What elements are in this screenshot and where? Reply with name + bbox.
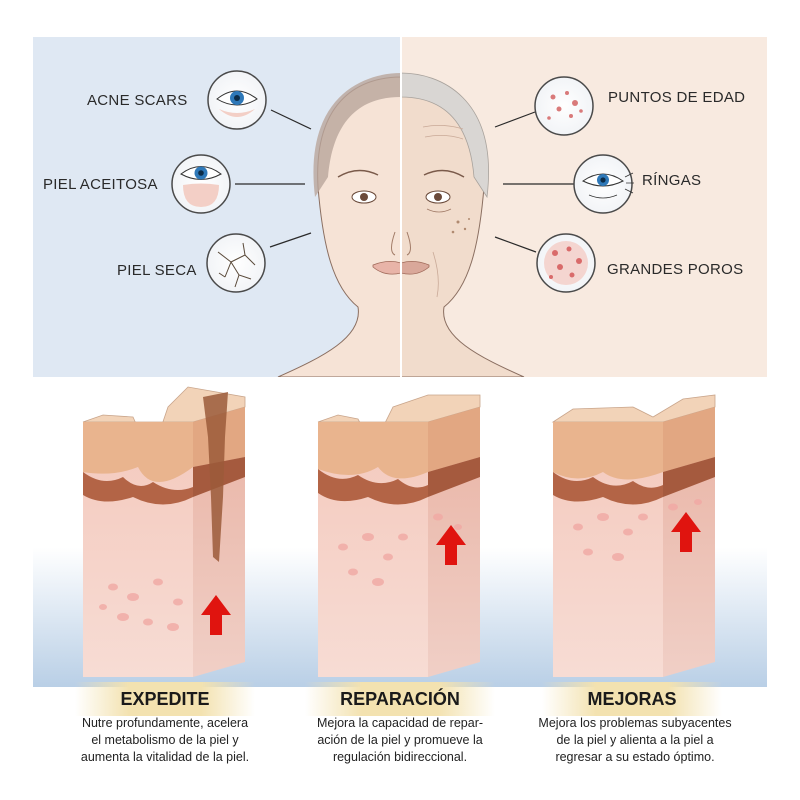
face-illustration (171, 37, 634, 377)
desc-line: regresar a su estado óptimo. (555, 750, 715, 764)
label-large-pores: GRANDES POROS (607, 261, 744, 278)
skin-layers-panel (33, 377, 767, 687)
label-dry-skin: PIEL SECA (117, 262, 197, 279)
desc-line: Nutre profundamente, acelera (81, 716, 249, 730)
label-oily-skin: PIEL ACEITOSA (43, 176, 158, 193)
step-title-expedite: EXPEDITE (75, 682, 255, 716)
desc-line: aumenta la vitalidad de la piel. (80, 750, 250, 764)
step-desc-reparacion: Mejora la capacidad de repar- ación de l… (290, 715, 510, 766)
aged-face-half (401, 72, 525, 377)
up-arrow-icon (671, 512, 701, 552)
step-title-mejoras: MEJORAS (542, 682, 722, 716)
up-arrow-icon (436, 525, 466, 565)
skin-block-mejoras (551, 394, 716, 677)
label-acne-scars: ACNE SCARS (87, 92, 188, 109)
desc-line: ación de la piel y promueve la (317, 733, 483, 747)
desc-line: el metabolismo de la piel y (91, 733, 239, 747)
young-face-half (277, 73, 401, 377)
step-desc-expedite: Nutre profundamente, acelera el metaboli… (55, 715, 275, 766)
step-desc-mejoras: Mejora los problemas subyacentes de la p… (520, 715, 750, 766)
desc-line: regulación bidireccional. (332, 750, 468, 764)
up-arrow-icon (201, 595, 231, 635)
wrinkle-eye-icon (573, 154, 634, 214)
desc-line: Mejora los problemas subyacentes (538, 716, 732, 730)
label-age-spots: PUNTOS DE EDAD (608, 89, 746, 106)
skin-block-reparacion (317, 394, 481, 677)
skin-cross-sections (33, 377, 767, 687)
age-spots-icon (534, 76, 594, 136)
dry-skin-icon (206, 233, 266, 293)
skin-block-expedite (82, 386, 246, 677)
connector-lines (235, 109, 574, 253)
pores-icon (536, 233, 596, 293)
label-wrinkles: RÍNGAS (642, 172, 702, 189)
eye-scar-icon (207, 70, 267, 130)
step-title-reparacion: REPARACIÓN (305, 682, 495, 716)
desc-line: Mejora la capacidad de repar- (316, 716, 484, 730)
desc-line: de la piel y alienta a la piel a (556, 733, 714, 747)
skin-problems-panel: ACNE SCARS PIEL ACEITOSA PIEL SECA PUNTO… (33, 37, 767, 377)
eye-oily-icon (171, 154, 231, 214)
